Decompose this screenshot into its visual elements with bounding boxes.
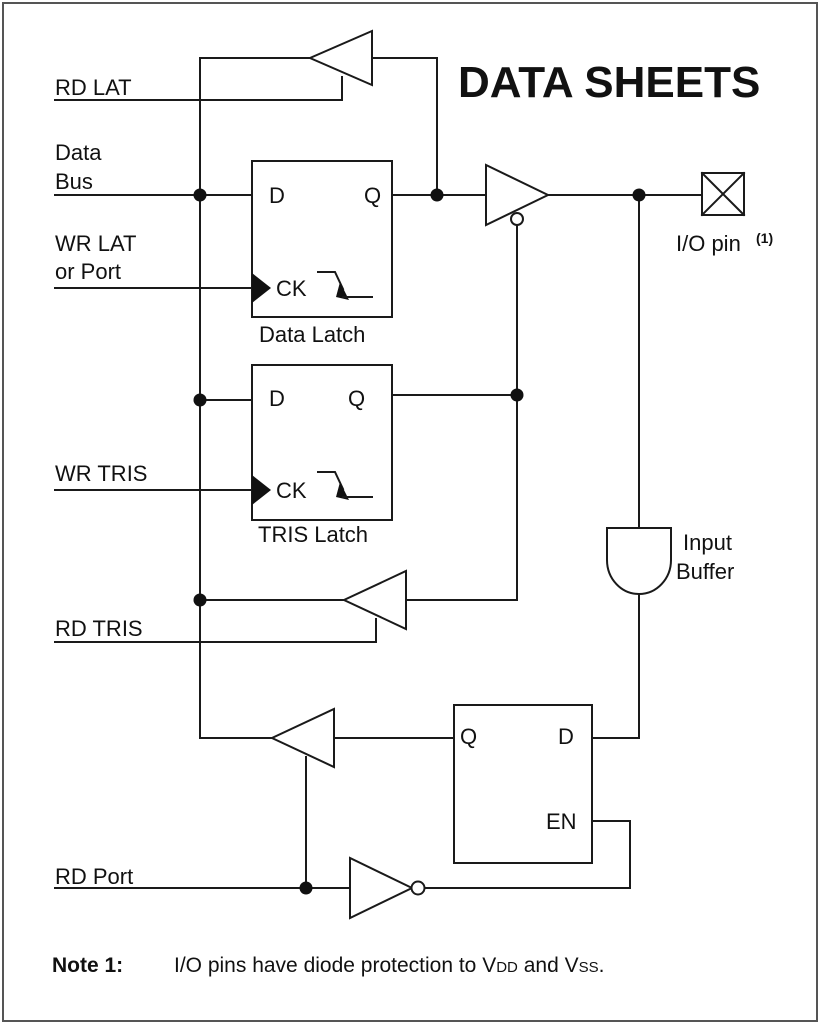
note-text-3: . (599, 954, 605, 977)
tris-latch-d-pin: D (269, 386, 285, 411)
note-text-2: and V (518, 954, 579, 977)
input-latch-en-pin: EN (546, 809, 577, 834)
diagram-title: DATA SHEETS (458, 58, 760, 107)
io-pin-footnote-ref: (1) (756, 230, 773, 246)
note-sub-vdd: DD (496, 959, 518, 976)
input-buffer-label-1: Input (683, 530, 732, 555)
data-latch-d-pin: D (269, 183, 285, 208)
io-pin-icon (700, 171, 746, 217)
data-latch (251, 160, 393, 318)
tris-latch-q-pin: Q (348, 386, 365, 411)
input-latch-q-pin: Q (460, 724, 477, 749)
signal-wr-lat-2: or Port (55, 259, 121, 284)
rd-tris-buffer (341, 569, 407, 631)
io-pin-label: I/O pin (676, 231, 741, 256)
signal-data-bus-1: Data (55, 140, 102, 165)
input-buffer-label-2: Buffer (676, 559, 734, 584)
signal-rd-port: RD Port (55, 864, 133, 889)
signal-data-bus-2: Bus (55, 169, 93, 194)
note-sub-vss: SS (579, 959, 599, 976)
data-latch-q-pin: Q (364, 183, 381, 208)
note-text: I/O pins have diode protection to VDD an… (174, 954, 604, 977)
wires (54, 57, 703, 889)
signal-rd-tris: RD TRIS (55, 616, 143, 641)
rd-lat-buffer (307, 29, 373, 87)
signal-rd-lat: RD LAT (55, 75, 132, 100)
input-latch (453, 704, 593, 864)
note-text-1: I/O pins have diode protection to V (174, 954, 496, 977)
note-label: Note 1: (52, 954, 123, 977)
data-latch-ck-pin: CK (276, 276, 307, 301)
tris-latch-ck-pin: CK (276, 478, 307, 503)
input-buffer (606, 527, 672, 595)
tris-latch-label: TRIS Latch (258, 522, 368, 547)
rd-port-inverter (349, 856, 426, 920)
junction-dots (193, 188, 646, 895)
signal-wr-tris: WR TRIS (55, 461, 147, 486)
output-driver (485, 163, 551, 227)
signal-wr-lat-1: WR LAT (55, 231, 136, 256)
input-latch-d-pin: D (558, 724, 574, 749)
data-latch-label: Data Latch (259, 322, 365, 347)
tris-latch (251, 364, 393, 521)
rd-port-buffer (269, 707, 335, 769)
